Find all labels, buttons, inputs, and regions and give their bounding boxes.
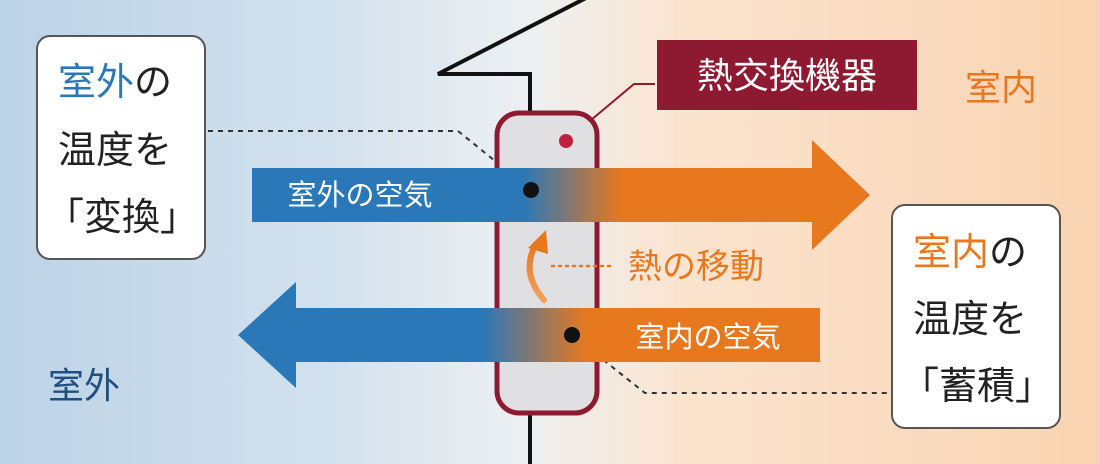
indoor-area-label: 室内 <box>965 68 1037 109</box>
outdoor-box-line3: 「変換」 <box>46 195 198 239</box>
outdoor-box-frame <box>36 35 206 260</box>
outdoor-air-label: 室外の空気 <box>287 178 432 212</box>
indoor-box-line1: 室内の <box>913 230 1027 274</box>
outdoor-box-line2: 温度を <box>58 128 172 172</box>
heat-movement-arrowhead <box>528 230 548 254</box>
outdoor-air-arrow <box>252 140 870 250</box>
heat-exchanger-device <box>494 110 600 416</box>
indoor-air-label: 室内の空気 <box>635 320 780 354</box>
indoor-air-arrow <box>238 282 820 388</box>
device-label: 熱交換機器 <box>697 56 877 97</box>
indoor-box-line2: 温度を <box>913 297 1027 341</box>
indoor-box-frame <box>891 204 1061 429</box>
heat-movement-label: 熱の移動 <box>628 247 764 287</box>
outdoor-box-line1: 室外の <box>58 60 172 104</box>
device-label-box <box>657 40 917 110</box>
indoor-explanation-box: 室内の 温度を 「蓄積」 <box>891 204 1061 429</box>
indoor-air-point <box>564 327 580 343</box>
outdoor-explanation-box: 室外の 温度を 「変換」 <box>36 35 206 260</box>
indoor-box-line3: 「蓄積」 <box>901 364 1053 408</box>
outdoor-air-point <box>523 182 539 198</box>
outdoor-area-label: 室外 <box>48 366 120 407</box>
device-marker-dot <box>559 134 573 148</box>
